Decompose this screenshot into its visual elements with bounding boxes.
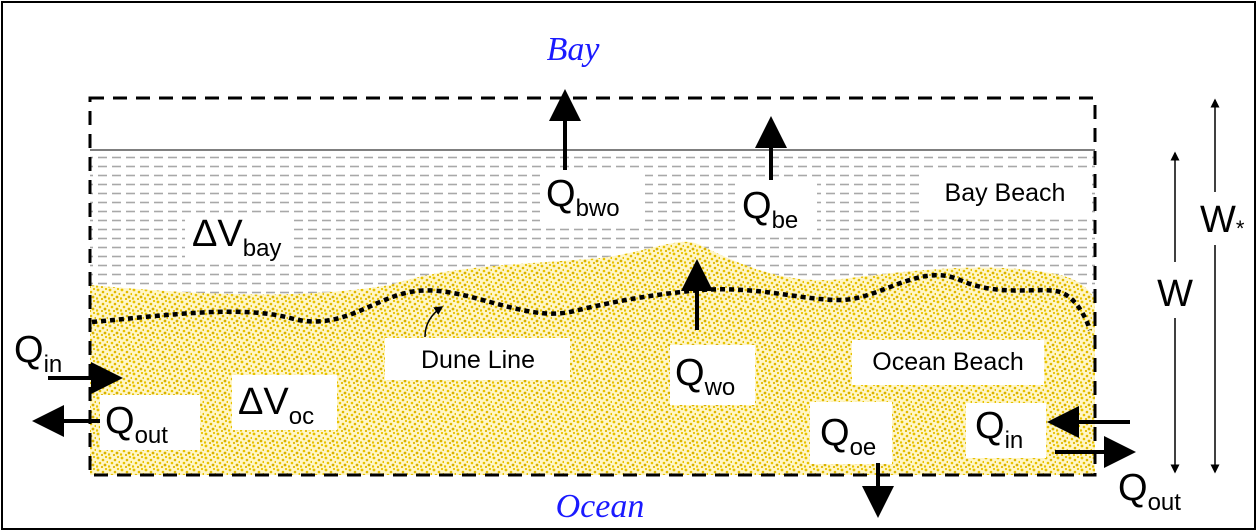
q-oe-main: Q — [820, 412, 850, 454]
ocean-beach-label: Ocean Beach — [872, 348, 1024, 376]
dv-bay-label-bg — [185, 213, 290, 263]
w-star-main: W — [1200, 199, 1236, 241]
q-in-left-label: Qin — [14, 329, 62, 378]
q-out-left-main: Q — [105, 400, 135, 442]
bay-beach-label-bg — [920, 171, 1092, 213]
dune-line-label: Dune Line — [421, 346, 535, 374]
q-be-sub: be — [772, 207, 799, 234]
dune-line-pointer — [424, 306, 444, 338]
q-be-label-bg — [735, 182, 817, 237]
bay-title: Bay — [547, 31, 601, 68]
w-star-sub: * — [1236, 216, 1245, 241]
w-star-label: W* — [1200, 199, 1245, 241]
q-in-right-label: Qin — [975, 405, 1023, 454]
bay-beach-label: Bay Beach — [945, 179, 1066, 207]
w-label: W — [1157, 273, 1193, 315]
dv-bay-main: ΔV — [192, 213, 243, 255]
q-oe-sub: oe — [850, 434, 877, 461]
dune-line — [91, 272, 1093, 331]
q-wo-main: Q — [675, 352, 705, 394]
q-in-right-sub: in — [1005, 427, 1024, 454]
q-in-right-main: Q — [975, 405, 1005, 447]
q-be-main: Q — [742, 185, 772, 227]
q-out-right-label: Qout — [1118, 467, 1181, 516]
q-out-left-sub: out — [135, 422, 169, 449]
dv-oc-label: ΔVoc — [238, 381, 314, 430]
q-be-label: Qbe — [742, 185, 798, 234]
q-out-right-main: Q — [1118, 467, 1148, 509]
q-oe-label-bg — [810, 402, 892, 464]
q-in-left-sub: in — [44, 351, 63, 378]
ocean-beach-label-bg — [852, 340, 1044, 385]
q-in-right-label-bg — [966, 403, 1046, 458]
q-in-left-main: Q — [14, 329, 44, 371]
ocean-title: Ocean — [556, 488, 645, 525]
q-out-left-label-bg — [100, 395, 200, 450]
q-bwo-label-bg — [540, 168, 645, 226]
q-wo-label-bg — [670, 345, 755, 405]
q-out-right-sub: out — [1148, 489, 1182, 516]
dv-oc-main: ΔV — [238, 381, 289, 423]
dv-oc-sub: oc — [289, 403, 314, 430]
dune-line-label-bg — [385, 338, 570, 380]
q-wo-sub: wo — [704, 374, 736, 401]
q-bwo-main: Q — [546, 173, 576, 215]
q-bwo-sub: bwo — [576, 195, 620, 222]
dv-oc-label-bg — [232, 375, 337, 430]
q-bwo-label: Qbwo — [546, 173, 620, 222]
dv-bay-sub: bay — [243, 235, 282, 262]
dv-bay-label: ΔVbay — [192, 213, 281, 262]
q-wo-label: Qwo — [675, 352, 735, 401]
q-out-left-label: Qout — [105, 400, 168, 449]
q-oe-label: Qoe — [820, 412, 876, 461]
